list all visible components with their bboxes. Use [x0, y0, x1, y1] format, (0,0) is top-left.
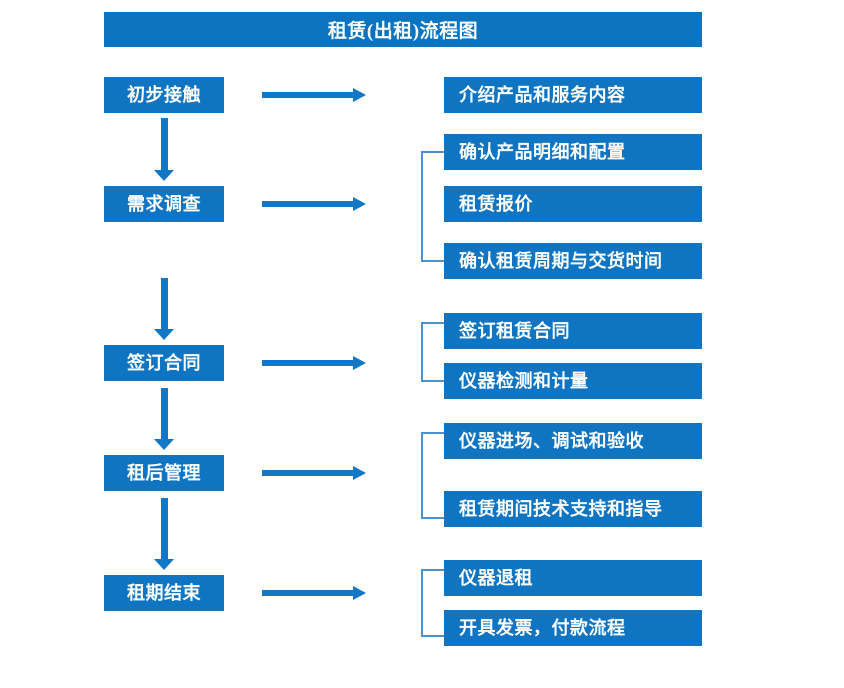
- right-arrow-icon-4: [262, 466, 366, 480]
- down-arrow-icon-2: [154, 278, 175, 340]
- stage-box-zu-hou-guan-li[interactable]: 租后管理: [104, 455, 224, 491]
- stage-box-chu-bu-jie-chu[interactable]: 初步接触: [104, 77, 224, 113]
- bracket-connector-group-4: [421, 432, 445, 519]
- page-title: 租赁(出租)流程图: [104, 12, 702, 47]
- bracket-connector-group-5: [421, 569, 445, 637]
- arrow-shaft: [262, 201, 354, 207]
- arrow-shaft: [161, 118, 168, 170]
- detail-box-que-ren-zu-lin-zhou-qi[interactable]: 确认租赁周期与交货时间: [444, 243, 702, 279]
- bracket-connector-group-2: [421, 151, 445, 262]
- detail-box-yi-qi-tui-zu[interactable]: 仪器退租: [444, 560, 702, 596]
- arrow-head: [353, 88, 366, 102]
- arrow-shaft: [262, 590, 354, 596]
- detail-box-qian-ding-zu-lin-he-tong[interactable]: 签订租赁合同: [444, 313, 702, 349]
- right-arrow-icon-1: [262, 88, 366, 102]
- stage-box-xu-qiu-diao-cha[interactable]: 需求调查: [104, 186, 224, 222]
- arrow-head: [353, 197, 366, 211]
- right-arrow-icon-5: [262, 586, 366, 600]
- detail-box-que-ren-chan-pin-ming-xi[interactable]: 确认产品明细和配置: [444, 134, 702, 170]
- arrow-shaft: [262, 92, 354, 98]
- arrow-shaft: [262, 360, 354, 366]
- arrow-shaft: [161, 498, 168, 559]
- down-arrow-icon-4: [154, 498, 175, 570]
- stage-box-qian-ding-he-tong[interactable]: 签订合同: [104, 345, 224, 381]
- detail-box-yi-qi-jin-chang-tiao-shi[interactable]: 仪器进场、调试和验收: [444, 423, 702, 459]
- arrow-head: [154, 439, 174, 450]
- bracket-connector-group-3: [421, 322, 445, 382]
- detail-box-zu-lin-bao-jia[interactable]: 租赁报价: [444, 186, 702, 222]
- arrow-shaft: [161, 388, 168, 439]
- arrow-head: [154, 170, 174, 181]
- arrow-head: [154, 559, 174, 570]
- down-arrow-icon-3: [154, 388, 175, 450]
- arrow-head: [353, 466, 366, 480]
- arrow-shaft: [262, 470, 354, 476]
- stage-box-zu-qi-jie-shu[interactable]: 租期结束: [104, 575, 224, 611]
- detail-box-kai-ju-fa-piao-fu-kuan[interactable]: 开具发票，付款流程: [444, 610, 702, 646]
- right-arrow-icon-2: [262, 197, 366, 211]
- arrow-shaft: [161, 278, 168, 329]
- arrow-head: [353, 356, 366, 370]
- detail-box-yi-qi-jian-ce-he-ji-liang[interactable]: 仪器检测和计量: [444, 363, 702, 399]
- right-arrow-icon-3: [262, 356, 366, 370]
- down-arrow-icon-1: [154, 118, 175, 181]
- arrow-head: [353, 586, 366, 600]
- arrow-head: [154, 329, 174, 340]
- detail-box-zu-lin-qi-jian-ji-shu-zhi-chi[interactable]: 租赁期间技术支持和指导: [444, 491, 702, 527]
- detail-box-jie-shao-chan-pin[interactable]: 介绍产品和服务内容: [444, 77, 702, 113]
